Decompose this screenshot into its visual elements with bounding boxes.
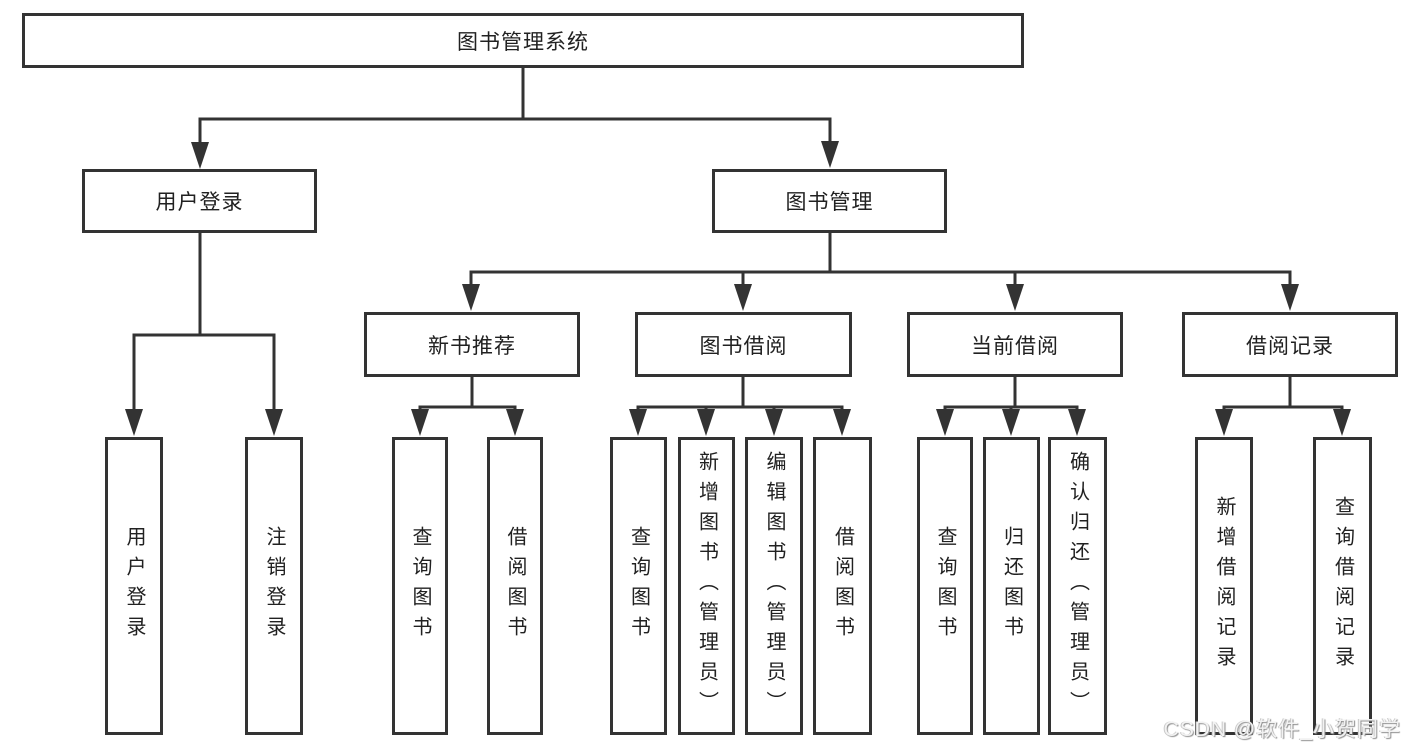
connector-borrow-record-branch (1222, 375, 1344, 413)
leaf-add-borrow-record: 新增借阅记录 (1195, 437, 1253, 735)
connector-current-borrow-branch (943, 375, 1079, 413)
node-root: 图书管理系统 (22, 13, 1024, 68)
leaf-borrow-book-1: 借阅图书 (487, 437, 543, 735)
node-root-label: 图书管理系统 (457, 30, 589, 54)
leaf-return-book: 归还图书 (983, 437, 1040, 735)
leaf-query-borrow-record-label: 查询借阅记录 (1331, 496, 1354, 676)
node-new-book-rec: 新书推荐 (364, 312, 580, 377)
leaf-borrow-book-2: 借阅图书 (813, 437, 872, 735)
leaf-query-borrow-record: 查询借阅记录 (1313, 437, 1372, 735)
leaf-borrow-book-2-label: 借阅图书 (831, 526, 854, 646)
leaf-add-book-label: 新增图书（管理员） (695, 451, 718, 721)
leaf-logout: 注销登录 (245, 437, 303, 735)
node-book-borrow: 图书借阅 (635, 312, 852, 377)
node-book-mgmt: 图书管理 (712, 169, 947, 233)
leaf-add-borrow-record-label: 新增借阅记录 (1213, 496, 1235, 676)
leaf-confirm-return-label: 确认归还（管理员） (1066, 451, 1089, 721)
node-book-mgmt-label: 图书管理 (785, 191, 874, 214)
leaf-user-login: 用户登录 (105, 437, 163, 735)
leaf-query-book-1-label: 查询图书 (409, 526, 431, 646)
connector-user-login-branch (132, 231, 276, 413)
connector-book-borrow-branch (636, 375, 844, 413)
leaf-edit-book: 编辑图书（管理员） (745, 437, 803, 735)
leaf-confirm-return: 确认归还（管理员） (1048, 437, 1107, 735)
leaf-query-book-3-label: 查询图书 (934, 526, 956, 646)
leaf-borrow-book-1-label: 借阅图书 (504, 526, 526, 646)
leaf-user-login-label: 用户登录 (123, 526, 145, 646)
node-user-login-label: 用户登录 (155, 191, 244, 214)
leaf-add-book: 新增图书（管理员） (678, 437, 735, 735)
connector-new-book-rec-branch (418, 375, 517, 413)
connector-book-mgmt-branch (469, 231, 1292, 288)
connector-root-branch (198, 66, 832, 146)
leaf-query-book-1: 查询图书 (392, 437, 448, 735)
node-book-borrow-label: 图书借阅 (699, 334, 788, 358)
node-user-login: 用户登录 (82, 169, 317, 233)
csdn-watermark: CSDN @软件_小贺同学 (1163, 718, 1401, 741)
node-borrow-record: 借阅记录 (1182, 312, 1398, 377)
node-new-book-rec-label: 新书推荐 (428, 334, 516, 358)
leaf-query-book-3: 查询图书 (917, 437, 973, 735)
arrowheads (125, 141, 1351, 436)
node-current-borrow-label: 当前借阅 (971, 334, 1059, 358)
leaf-edit-book-label: 编辑图书（管理员） (763, 451, 785, 721)
leaf-return-book-label: 归还图书 (1000, 526, 1023, 646)
leaf-query-book-2-label: 查询图书 (627, 526, 650, 646)
node-current-borrow: 当前借阅 (907, 312, 1123, 377)
leaf-query-book-2: 查询图书 (610, 437, 667, 735)
leaf-logout-label: 注销登录 (263, 526, 285, 646)
node-borrow-record-label: 借阅记录 (1246, 334, 1334, 358)
